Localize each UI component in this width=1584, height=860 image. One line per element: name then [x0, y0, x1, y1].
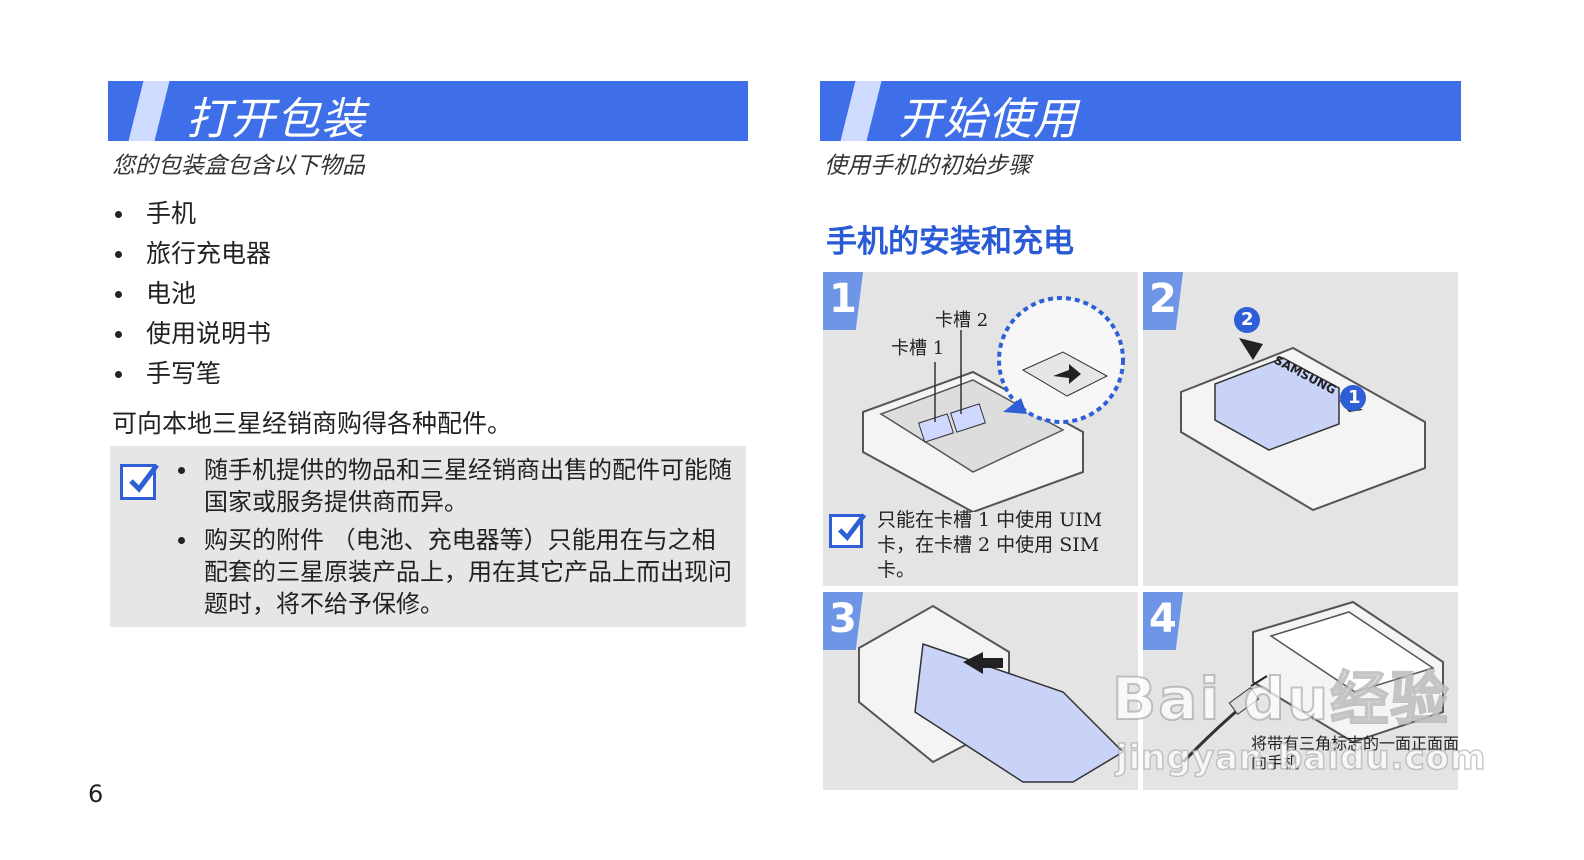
list-item: 手写笔 [112, 356, 271, 396]
unpacking-title: 打开包装 [186, 94, 366, 141]
battery-insert-illustration [1180, 307, 1426, 512]
baidu-watermark-url: jingyan.baidu.com [1115, 737, 1487, 779]
step-2-badge-1: 1 [1348, 387, 1361, 408]
slot-1-label: 卡槽 1 [891, 338, 945, 359]
uim-sim-note: 只能在卡槽 1 中使用 UIM 卡，在卡槽 2 中使用 SIM 卡。 [877, 509, 1103, 581]
banner-accent [128, 81, 170, 141]
charger-connect-illustration [1181, 600, 1444, 764]
package-contents-list: 手机 旅行充电器 电池 使用说明书 手写笔 [112, 196, 271, 396]
step-2-panel: 2 2 1 SAMSUNG [1143, 272, 1458, 586]
step-number-badge: 3 [823, 592, 863, 650]
checkmark-icon [829, 513, 867, 548]
list-item: 使用说明书 [112, 316, 271, 356]
list-item: 手机 [112, 196, 271, 236]
note-list: 随手机提供的物品和三星经销商出售的配件可能随国家或服务提供商而异。 购买的附件 … [174, 454, 736, 626]
unpacking-banner: 打开包装 [108, 81, 748, 141]
checkmark-icon [120, 463, 159, 500]
section-heading: 手机的安装和充电 [826, 224, 1074, 260]
step-2-badge-2: 2 [1241, 309, 1254, 330]
list-item: 电池 [112, 276, 271, 316]
step-number-badge: 4 [1143, 592, 1183, 650]
phone-sim-slots-illustration [862, 296, 1125, 512]
baidu-watermark: Bai du经验 [1111, 664, 1451, 734]
note-item: 随手机提供的物品和三星经销商出售的配件可能随国家或服务提供商而异。 [174, 454, 736, 518]
list-item: 旅行充电器 [112, 236, 271, 276]
step-4-caption: 将带有三角标志的一面正面面向手机 [1251, 734, 1458, 772]
page-number: 6 [88, 780, 104, 808]
unpacking-subtitle: 您的包装盒包含以下物品 [112, 153, 365, 179]
getting-started-title: 开始使用 [898, 94, 1078, 141]
slot-2-label: 卡槽 2 [935, 310, 989, 331]
getting-started-banner: 开始使用 [820, 81, 1461, 141]
battery-cover-illustration [858, 604, 1125, 783]
accessories-paragraph: 可向本地三星经销商购得各种配件。 [112, 409, 513, 438]
step-1-panel: 1 卡槽 2 卡槽 1 只能在卡槽 1 中使用 UIM 卡，在卡槽 2 中使用 … [823, 272, 1138, 586]
step-4-panel: 4 将带有三角标志的一面正面面向手机 [1143, 592, 1458, 790]
step-number-badge: 1 [823, 272, 863, 330]
step-number-badge: 2 [1143, 272, 1183, 330]
step-3-panel: 3 [823, 592, 1138, 790]
note-item: 购买的附件 （电池、充电器等）只能用在与之相配套的三星原装产品上，用在其它产品上… [174, 524, 736, 620]
note-box: 随手机提供的物品和三星经销商出售的配件可能随国家或服务提供商而异。 购买的附件 … [110, 446, 746, 627]
getting-started-subtitle: 使用手机的初始步骤 [824, 153, 1031, 179]
banner-accent [840, 81, 882, 141]
